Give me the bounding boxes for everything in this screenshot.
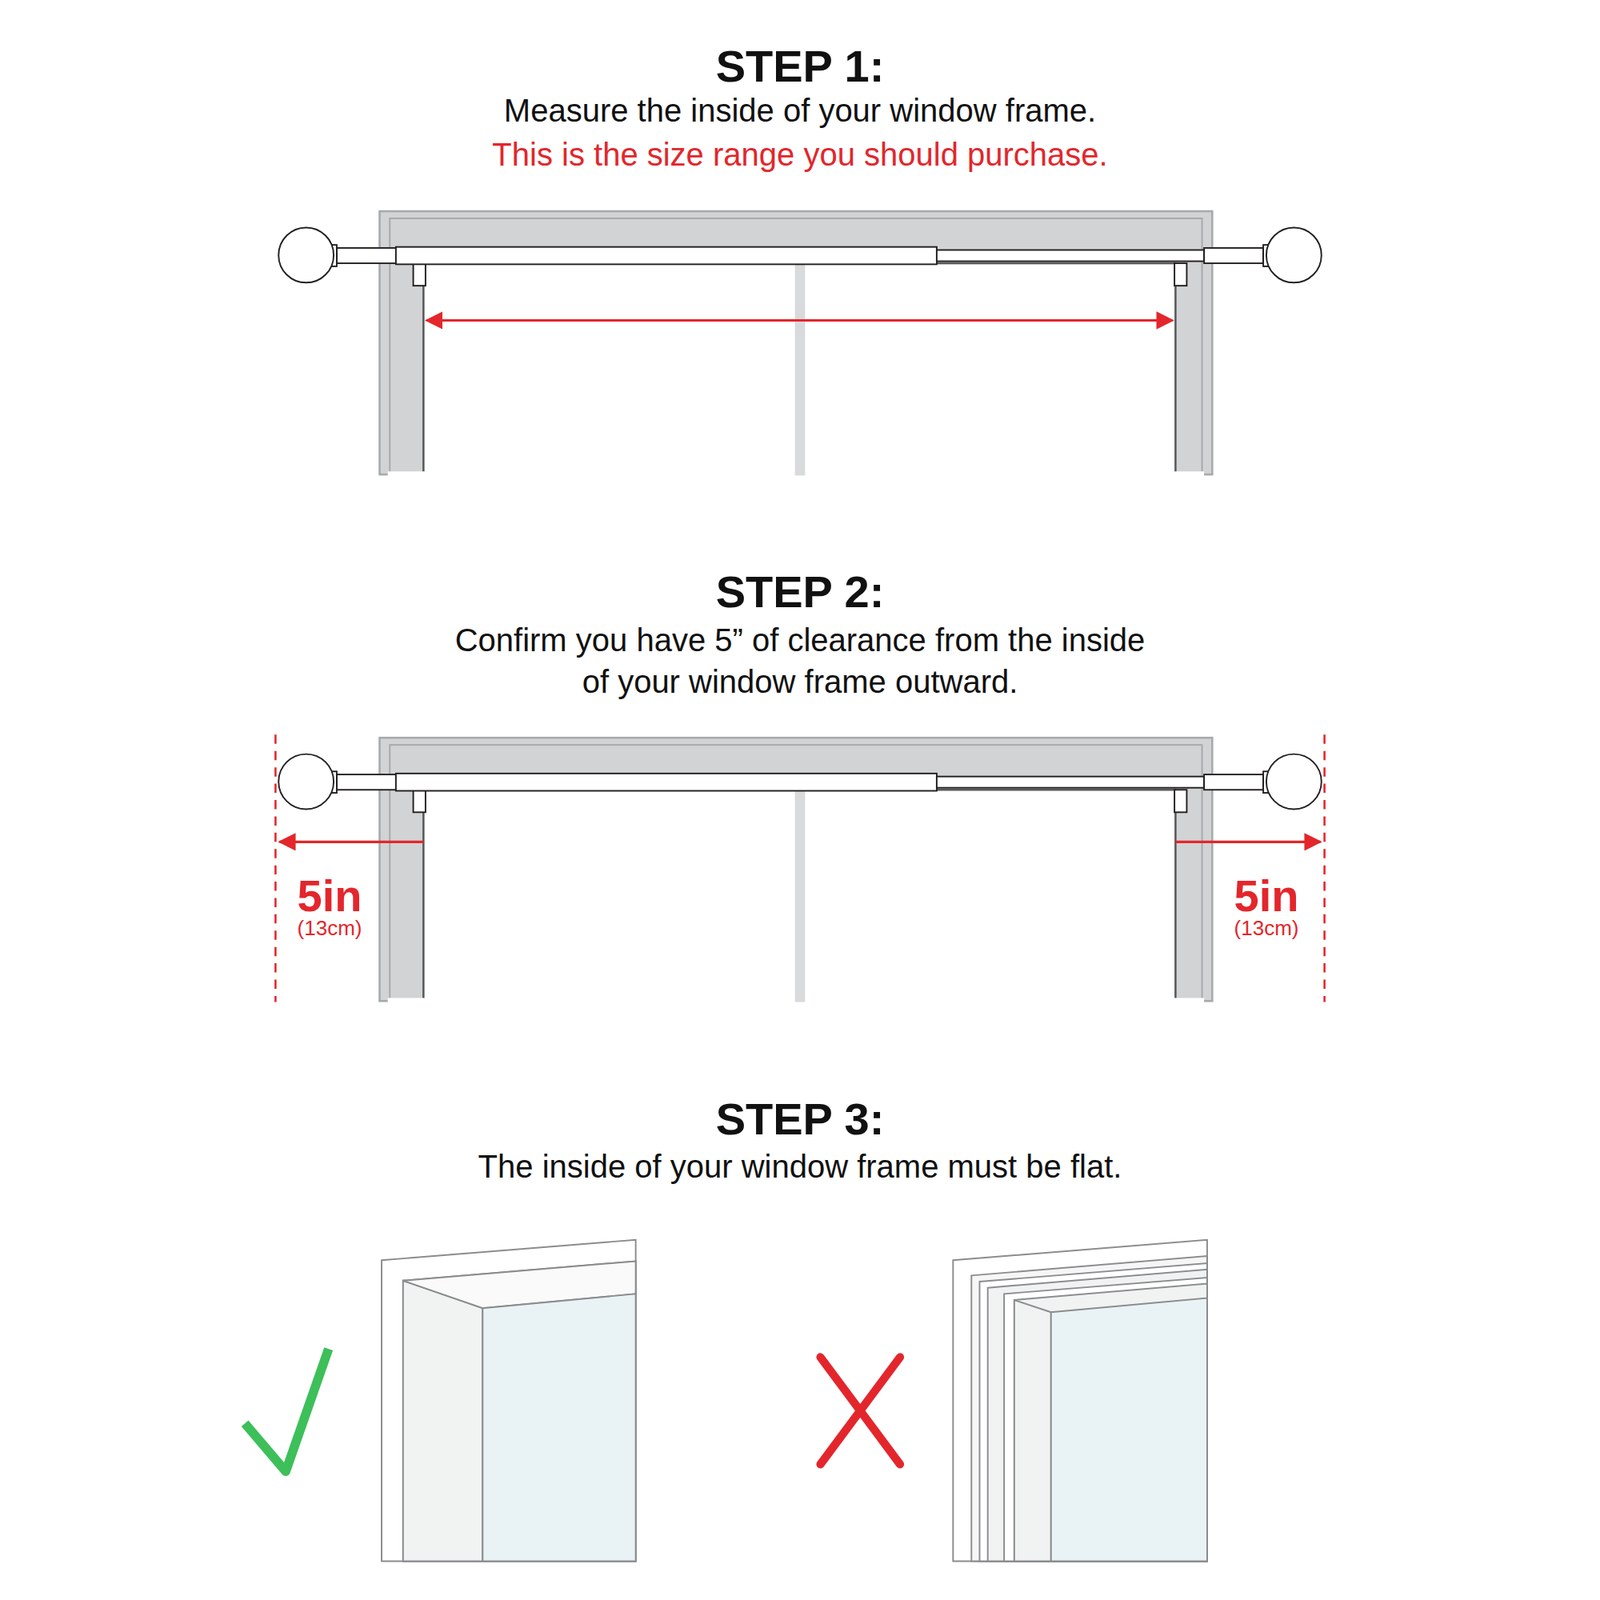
- stepped-frame: [952, 1240, 1208, 1562]
- step-heading: STEP 2:: [716, 563, 885, 622]
- dimension-metric: (13cm): [297, 915, 363, 943]
- instruction: Measure the inside of your window frame.: [504, 89, 1096, 132]
- step-heading: STEP 1:: [716, 37, 885, 96]
- instruction: Confirm you have 5” of clearance from th…: [440, 619, 1160, 703]
- dimension-metric: (13cm): [1234, 915, 1300, 943]
- measure-arrow: [426, 319, 1172, 322]
- instruction-note: This is the size range you should purcha…: [492, 133, 1108, 176]
- clearance-guide: [274, 734, 277, 1002]
- step-heading: STEP 3:: [716, 1090, 885, 1149]
- window-diagram-1: [278, 211, 1322, 480]
- cross-mark: [820, 1356, 900, 1464]
- clearance-arrow: [279, 840, 424, 844]
- clearance-guide: [1323, 734, 1326, 1002]
- check-mark: [244, 1348, 329, 1472]
- clearance-arrow: [1175, 840, 1320, 844]
- instruction: The inside of your window frame must be …: [478, 1145, 1123, 1188]
- window-diagram-2: [278, 737, 1322, 1006]
- flat-frame: [381, 1240, 636, 1562]
